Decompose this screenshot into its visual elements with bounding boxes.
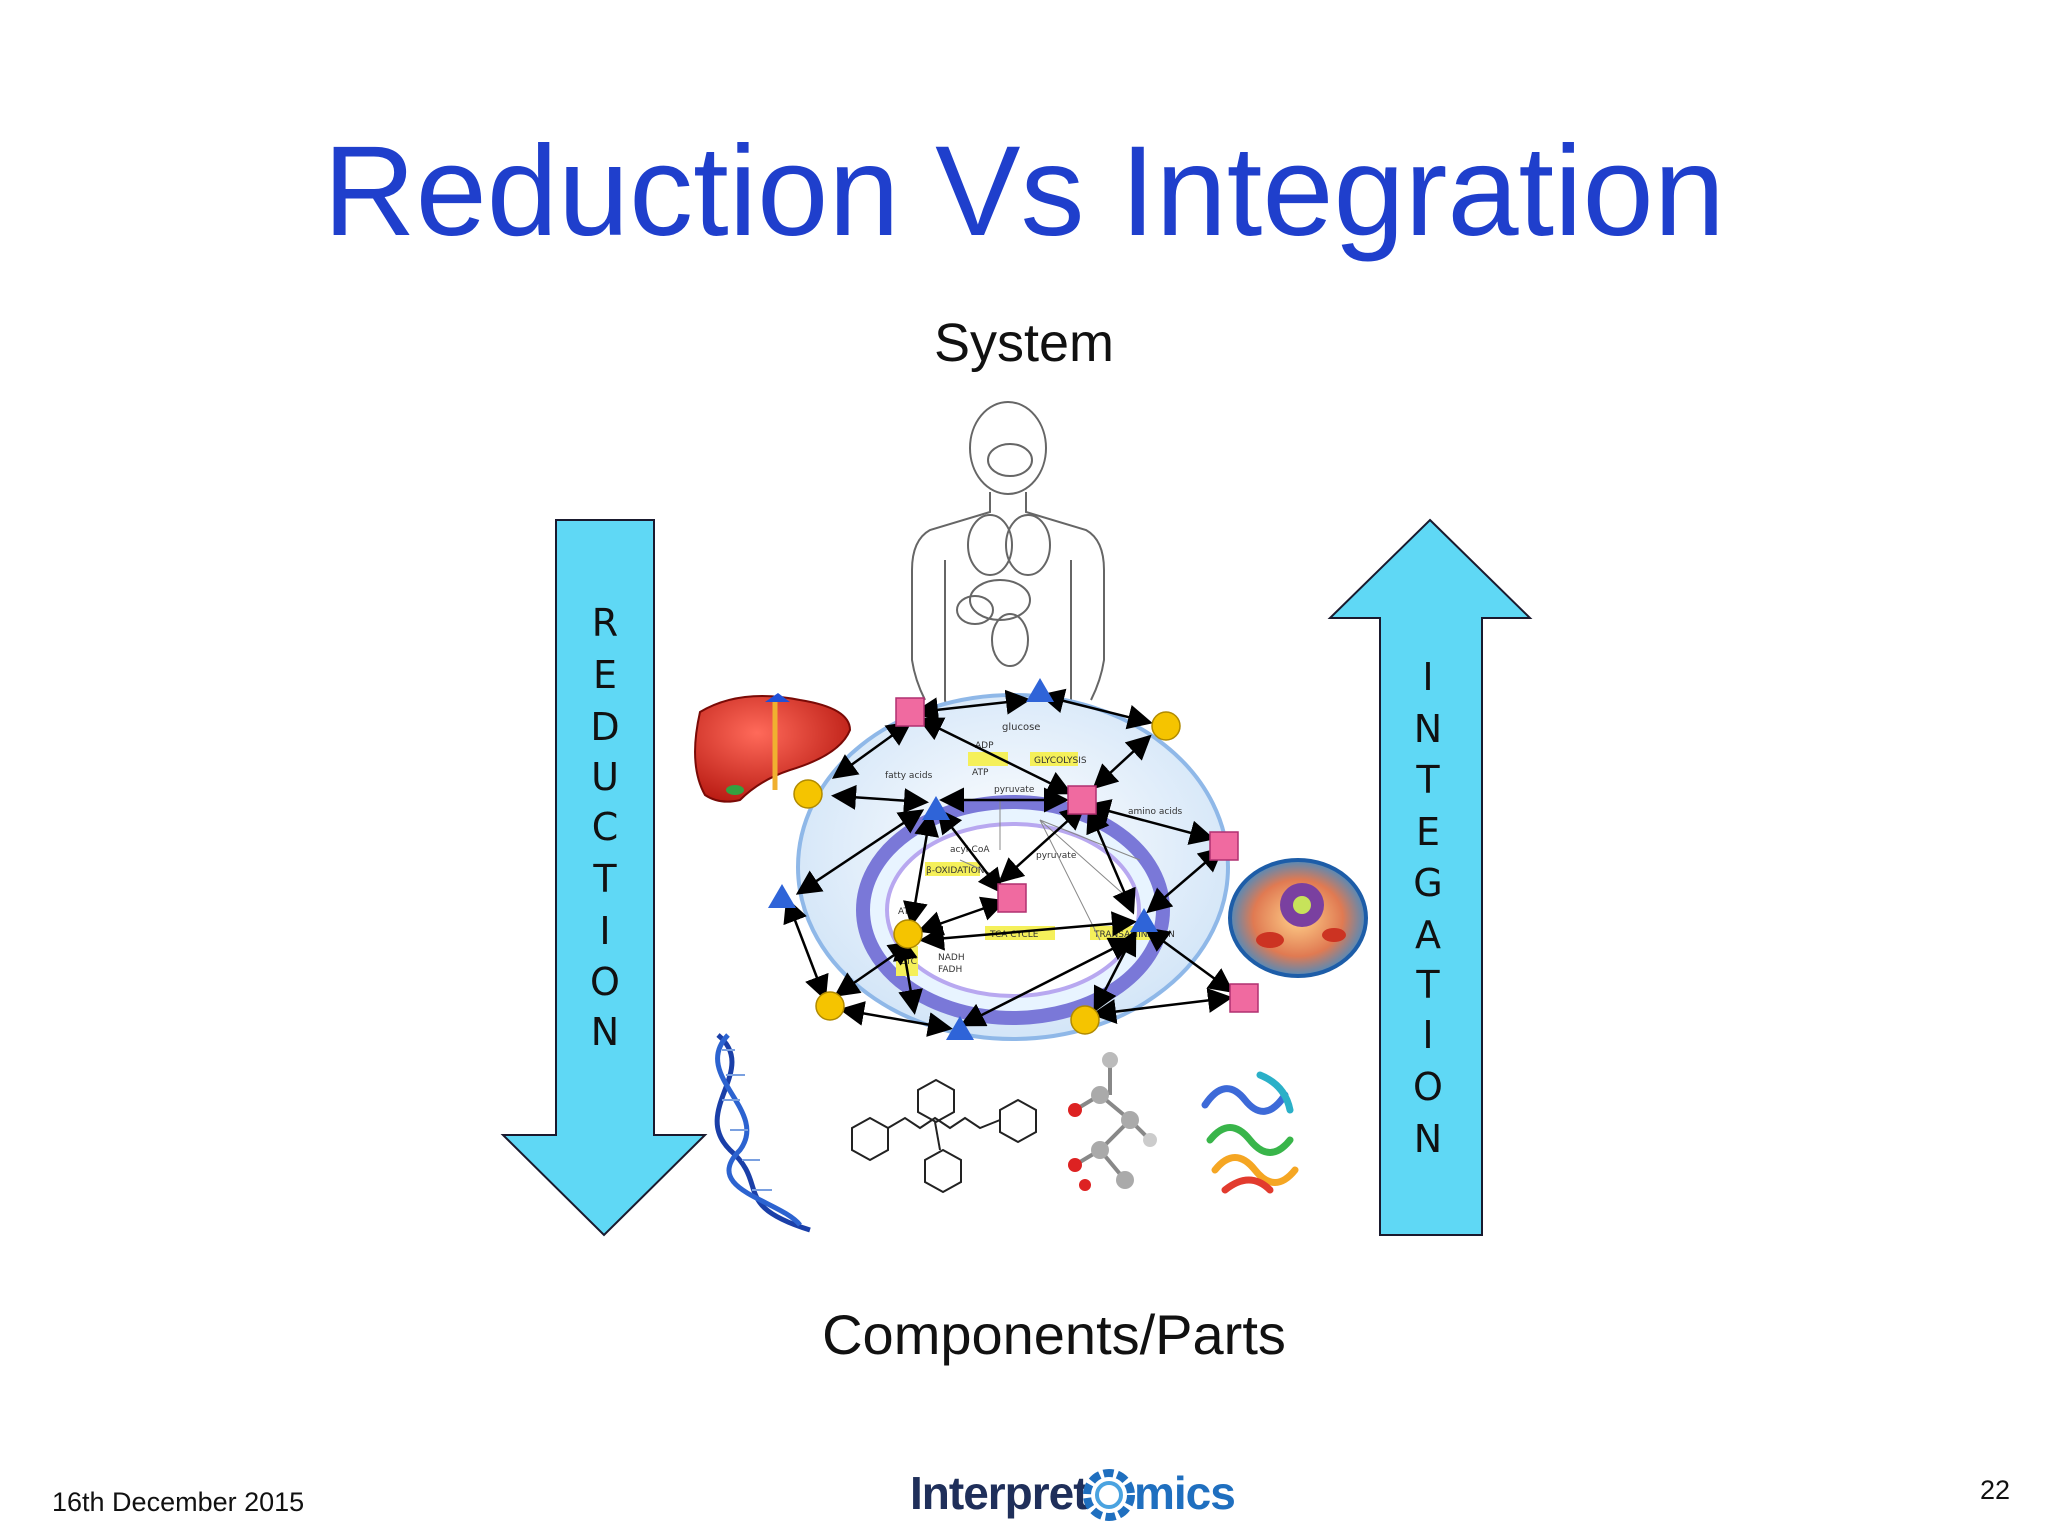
node-circle xyxy=(894,920,922,948)
node-square xyxy=(998,884,1026,912)
node-circle xyxy=(1152,712,1180,740)
node-square xyxy=(1068,786,1096,814)
pathway-label: fatty acids xyxy=(885,771,933,781)
pathway-label: glucose xyxy=(1002,722,1040,733)
pathway-label: amino acids xyxy=(1128,807,1183,817)
reduction-letters: R E D U C T I O N xyxy=(590,601,620,1054)
logo-o-icon xyxy=(1080,1464,1138,1526)
metabolic-pathway-cell: glucose ADP GLYCOLYSIS ATP fatty acids p… xyxy=(798,695,1228,1039)
integration-letter: O xyxy=(1413,1065,1443,1109)
integration-arrow: I N T E G A T I O N xyxy=(1330,520,1530,1235)
integration-letter: T xyxy=(1415,963,1440,1007)
node-circle xyxy=(1071,1006,1099,1034)
components-label: Components/Parts xyxy=(30,1302,2048,1367)
ball-stick-molecule-illustration xyxy=(1068,1052,1157,1191)
pathway-label: ETC xyxy=(900,957,917,967)
logo-text-right: mics xyxy=(1134,1466,1235,1520)
reduction-letter: U xyxy=(591,755,619,799)
node-square xyxy=(1230,984,1258,1012)
node-triangle xyxy=(768,884,796,908)
integration-letter: N xyxy=(1414,707,1442,751)
node-square xyxy=(1210,832,1238,860)
page-number: 22 xyxy=(1980,1475,2010,1506)
pathway-label: ATP xyxy=(972,768,989,778)
interpretomics-logo: Interpret mics xyxy=(910,1460,1250,1530)
pathway-label: pyruvate xyxy=(994,785,1035,795)
integration-letter: E xyxy=(1416,810,1440,854)
integration-letter: I xyxy=(1422,655,1433,699)
pathway-label: GLYCOLYSIS xyxy=(1034,756,1087,766)
logo-text-left: Interpret xyxy=(910,1466,1088,1520)
reduction-letter: C xyxy=(592,805,619,849)
node-triangle xyxy=(1026,678,1054,702)
reduction-arrow: R E D U C T I O N xyxy=(503,520,705,1235)
reduction-letter: I xyxy=(599,909,610,953)
reduction-letter: E xyxy=(593,653,617,697)
protein-structure-illustration xyxy=(1205,1075,1295,1190)
node-square xyxy=(896,698,924,726)
chemical-structure-illustration xyxy=(852,1080,1036,1192)
node-circle xyxy=(794,780,822,808)
slide-date: 16th December 2015 xyxy=(52,1487,304,1518)
pathway-label: NADH xyxy=(938,953,965,963)
integration-letter: I xyxy=(1422,1013,1433,1057)
reduction-letter: R xyxy=(592,601,618,645)
integration-letter: A xyxy=(1415,913,1441,957)
pathway-label: FADH xyxy=(938,965,962,975)
reduction-letter: D xyxy=(590,705,619,749)
human-body-illustration xyxy=(912,402,1104,725)
eukaryotic-cell-illustration xyxy=(1230,860,1366,976)
node-circle xyxy=(816,992,844,1020)
integration-letter: G xyxy=(1413,861,1442,905)
reduction-letter: N xyxy=(591,1010,619,1054)
reduction-letter: T xyxy=(592,857,617,901)
dna-helix-illustration xyxy=(717,1035,810,1230)
integration-letter: N xyxy=(1414,1117,1442,1161)
reduction-letter: O xyxy=(590,960,620,1004)
integration-letter: T xyxy=(1415,758,1440,802)
